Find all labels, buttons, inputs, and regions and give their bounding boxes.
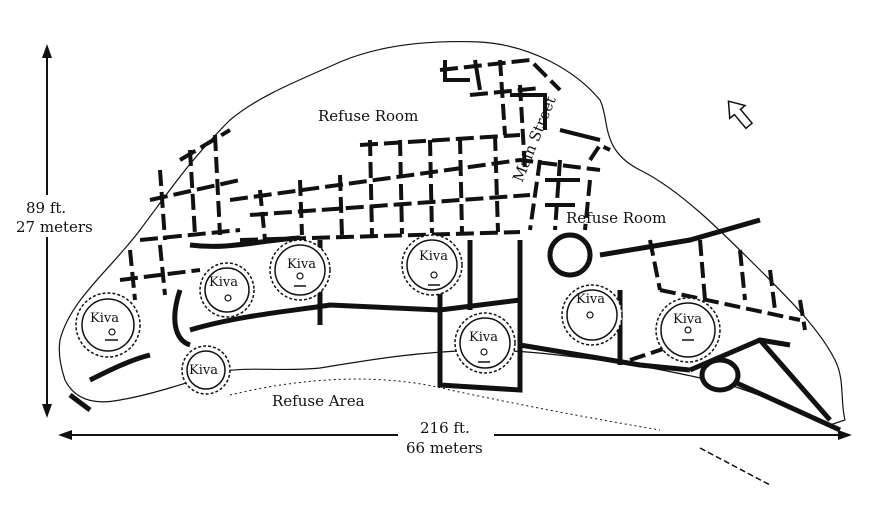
kiva-3-label: Kiva <box>287 257 316 272</box>
kiva-5-label: Kiva <box>189 363 218 378</box>
room-walls-upper <box>119 57 601 282</box>
kiva-6: Kiva <box>454 312 516 374</box>
refuse-room-north-label: Refuse Room <box>318 107 418 125</box>
kiva-1: Kiva <box>75 292 141 358</box>
kiva-6-label: Kiva <box>469 330 498 345</box>
room-walls-vertical <box>128 59 527 301</box>
kiva-7-label: Kiva <box>576 292 605 307</box>
kiva-8: Kiva <box>655 297 721 363</box>
width-m-label: 66 meters <box>406 439 483 457</box>
refuse-room-east-label: Refuse Room <box>566 209 666 227</box>
kiva-4: Kiva <box>401 234 463 296</box>
kiva-2: Kiva <box>199 262 255 318</box>
refuse-area-label: Refuse Area <box>272 392 365 410</box>
site-outline <box>58 41 846 426</box>
width-ft-label: 216 ft. <box>420 419 470 437</box>
kiva-7: Kiva <box>561 284 623 346</box>
kiva-5: Kiva <box>181 345 231 395</box>
height-ft-label: 89 ft. <box>26 199 66 217</box>
kiva-2-label: Kiva <box>209 275 238 290</box>
room-blocks-north <box>443 59 601 207</box>
kiva-4-label: Kiva <box>419 249 448 264</box>
tower-oval-southeast <box>699 357 741 393</box>
height-m-label: 27 meters <box>16 218 93 236</box>
kiva-3: Kiva <box>269 239 331 301</box>
kiva-1-label: Kiva <box>90 311 119 326</box>
kiva-8-label: Kiva <box>673 312 702 327</box>
room-walls-kiva-row <box>68 217 842 433</box>
north-arrow-icon <box>727 100 754 130</box>
height-dimension: 89 ft. 27 meters <box>12 44 104 418</box>
tower-round-east <box>547 232 593 278</box>
width-dimension: 216 ft. 66 meters <box>58 419 852 460</box>
southeast-path-line <box>699 447 771 486</box>
